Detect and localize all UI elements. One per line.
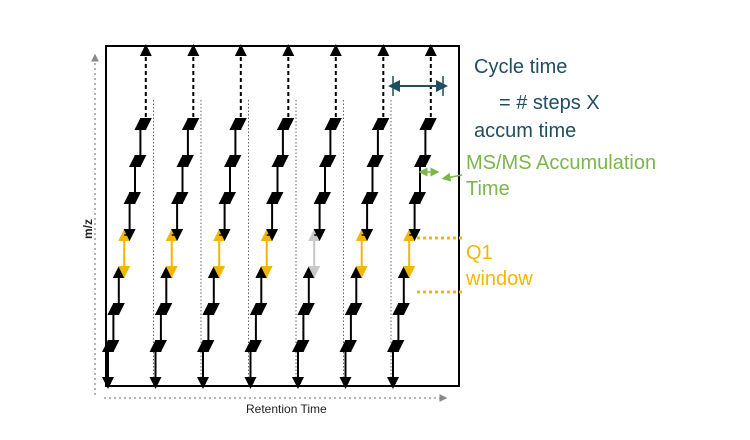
cycle-time-equation: = # steps X <box>499 92 600 114</box>
msms-accumulation-label-2: Time <box>466 178 510 200</box>
plot-frame <box>105 45 460 387</box>
cycle-time-label: Cycle time <box>474 56 568 78</box>
cycle-time-accum: accum time <box>474 120 577 142</box>
msms-accumulation-label: MS/MS Accumulation <box>466 152 657 174</box>
q1-window-label-2: window <box>466 268 533 290</box>
msms-pointer-arrow <box>441 172 463 182</box>
cycle-staircases <box>102 44 437 389</box>
q1-window-label: Q1 <box>466 242 493 264</box>
x-axis-label: Retention Time <box>246 402 327 416</box>
y-axis-label: m/z <box>81 218 96 240</box>
